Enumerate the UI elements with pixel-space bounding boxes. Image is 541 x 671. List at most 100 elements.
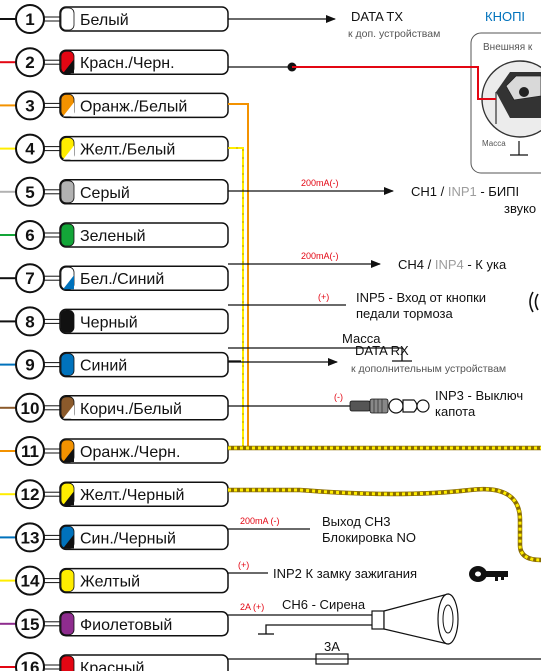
row-number-badge	[15, 90, 45, 121]
connector-row: 6 Зеленый	[0, 220, 229, 250]
row-number-badge	[15, 652, 45, 671]
row-number: 16	[21, 658, 40, 671]
r9-main-text: DATA RX	[355, 343, 409, 358]
wire-stripe-chip	[63, 491, 74, 506]
row-number: 4	[25, 140, 35, 159]
wire-stripe-chip	[63, 448, 74, 462]
r15-text: CH6 - Сирена	[282, 597, 366, 612]
wire-color-label: Желт./Черный	[80, 487, 184, 504]
row-number: 12	[21, 485, 40, 504]
wire-color-label: Красный	[80, 660, 144, 671]
twisted-cable	[228, 445, 541, 563]
wire-stripe-chip	[63, 59, 74, 74]
r5-ch: CH1 /	[411, 184, 448, 199]
row-label-box	[59, 611, 229, 637]
row-number-badge	[15, 306, 45, 337]
wire-color-label: Зеленый	[80, 228, 146, 245]
r7-line1: INP5 - Вход от кнопки	[356, 290, 486, 305]
r2-red-wire	[292, 66, 496, 100]
row-number-badge	[15, 349, 45, 380]
r5-text: CH1 / INP1 - БИПІ	[411, 184, 519, 199]
r7-polarity: (+)	[318, 292, 329, 302]
wire-color-label: Оранж./Белый	[80, 98, 187, 115]
wire-color-label: Оранж./Черн.	[80, 444, 180, 461]
r8-massa: Масса	[342, 331, 381, 346]
row-label-box	[59, 351, 229, 378]
wire-color-label: Желт./Белый	[80, 142, 175, 159]
r6-current: 200mA(-)	[301, 251, 339, 261]
hood-switch-icon	[349, 398, 430, 414]
r1-main-text: DATA TX	[351, 9, 403, 24]
wire-color-chip	[60, 655, 75, 671]
row-label-box	[59, 395, 229, 421]
wire-stripe-chip	[63, 102, 74, 117]
row-label-box	[59, 308, 229, 335]
r5-line2: звуко	[504, 201, 536, 216]
wire-stripe-chip	[63, 275, 74, 290]
row-number: 3	[25, 96, 34, 115]
r15-ground-line	[265, 624, 382, 634]
row-number-badge	[15, 47, 45, 78]
row-number-badge	[15, 479, 45, 510]
wire-color-chip	[60, 612, 75, 636]
twisted-pair-3-4	[228, 103, 249, 448]
brake-pedal-icon	[529, 291, 539, 313]
r5-current: 200mA(-)	[301, 178, 339, 188]
ground-icon	[392, 348, 412, 362]
wire-color-chip	[60, 223, 75, 247]
row-number-badge	[15, 176, 45, 207]
r14-text: INP2 К замку зажигания	[273, 566, 417, 581]
r6-rest: - К ука	[464, 257, 507, 272]
connector-row: 2 Красн./Черн.	[0, 47, 229, 78]
connector-row: 4 Желт./Белый	[0, 133, 229, 164]
row-number-badge	[15, 263, 45, 294]
row-number: 10	[21, 399, 40, 418]
row-number: 7	[25, 269, 34, 288]
row-number: 5	[25, 183, 34, 202]
connector-row: 3 Оранж./Белый	[0, 90, 229, 121]
row-label-box	[59, 438, 229, 464]
r16-fuse-label: 3A	[324, 639, 340, 654]
row-label-box	[59, 92, 229, 119]
wire-color-label: Черный	[80, 314, 138, 331]
row-number: 6	[25, 226, 34, 245]
box-massa-label: Масса	[482, 139, 506, 148]
wire-color-label: Красн./Черн.	[80, 55, 175, 72]
row-label-box	[59, 265, 229, 291]
row-number: 9	[25, 356, 34, 375]
box-title: Внешняя к	[483, 42, 533, 53]
r10-line2: капота	[435, 404, 476, 419]
wire-color-label: Бел./Синий	[80, 271, 164, 288]
wire-color-chip	[60, 353, 75, 377]
r10-polarity: (-)	[334, 392, 343, 402]
r10-line1: INP3 - Выключ	[435, 388, 523, 403]
row-label-box	[59, 222, 229, 248]
wire-color-chip	[60, 569, 75, 592]
wire-color-chip	[60, 309, 75, 333]
row-number: 15	[21, 615, 40, 634]
r6-text: CH4 / INP4 - К ука	[398, 257, 507, 272]
row-label-box	[59, 481, 229, 507]
row-label-box	[59, 654, 229, 671]
r1-sub-text: к доп. устройствам	[348, 28, 440, 40]
row-number: 2	[25, 53, 34, 72]
connector-row: 7 Бел./Синий	[0, 263, 229, 294]
wire-color-label: Желтый	[80, 574, 140, 591]
connector-row: 14 Желтый	[0, 565, 229, 596]
row-number: 14	[21, 572, 40, 591]
external-button-icon	[481, 60, 541, 138]
row-number-badge	[15, 392, 45, 423]
row-label-box	[59, 49, 229, 75]
connector-row: 12 Желт./Черный	[0, 479, 229, 510]
row-number-badge	[15, 133, 45, 164]
row-number-badge	[15, 4, 45, 34]
r13-line1: Выход CH3	[322, 514, 391, 529]
r6-ch: CH4 /	[398, 257, 435, 272]
r9-sub-text: к дополнительным устройствам	[351, 363, 506, 375]
